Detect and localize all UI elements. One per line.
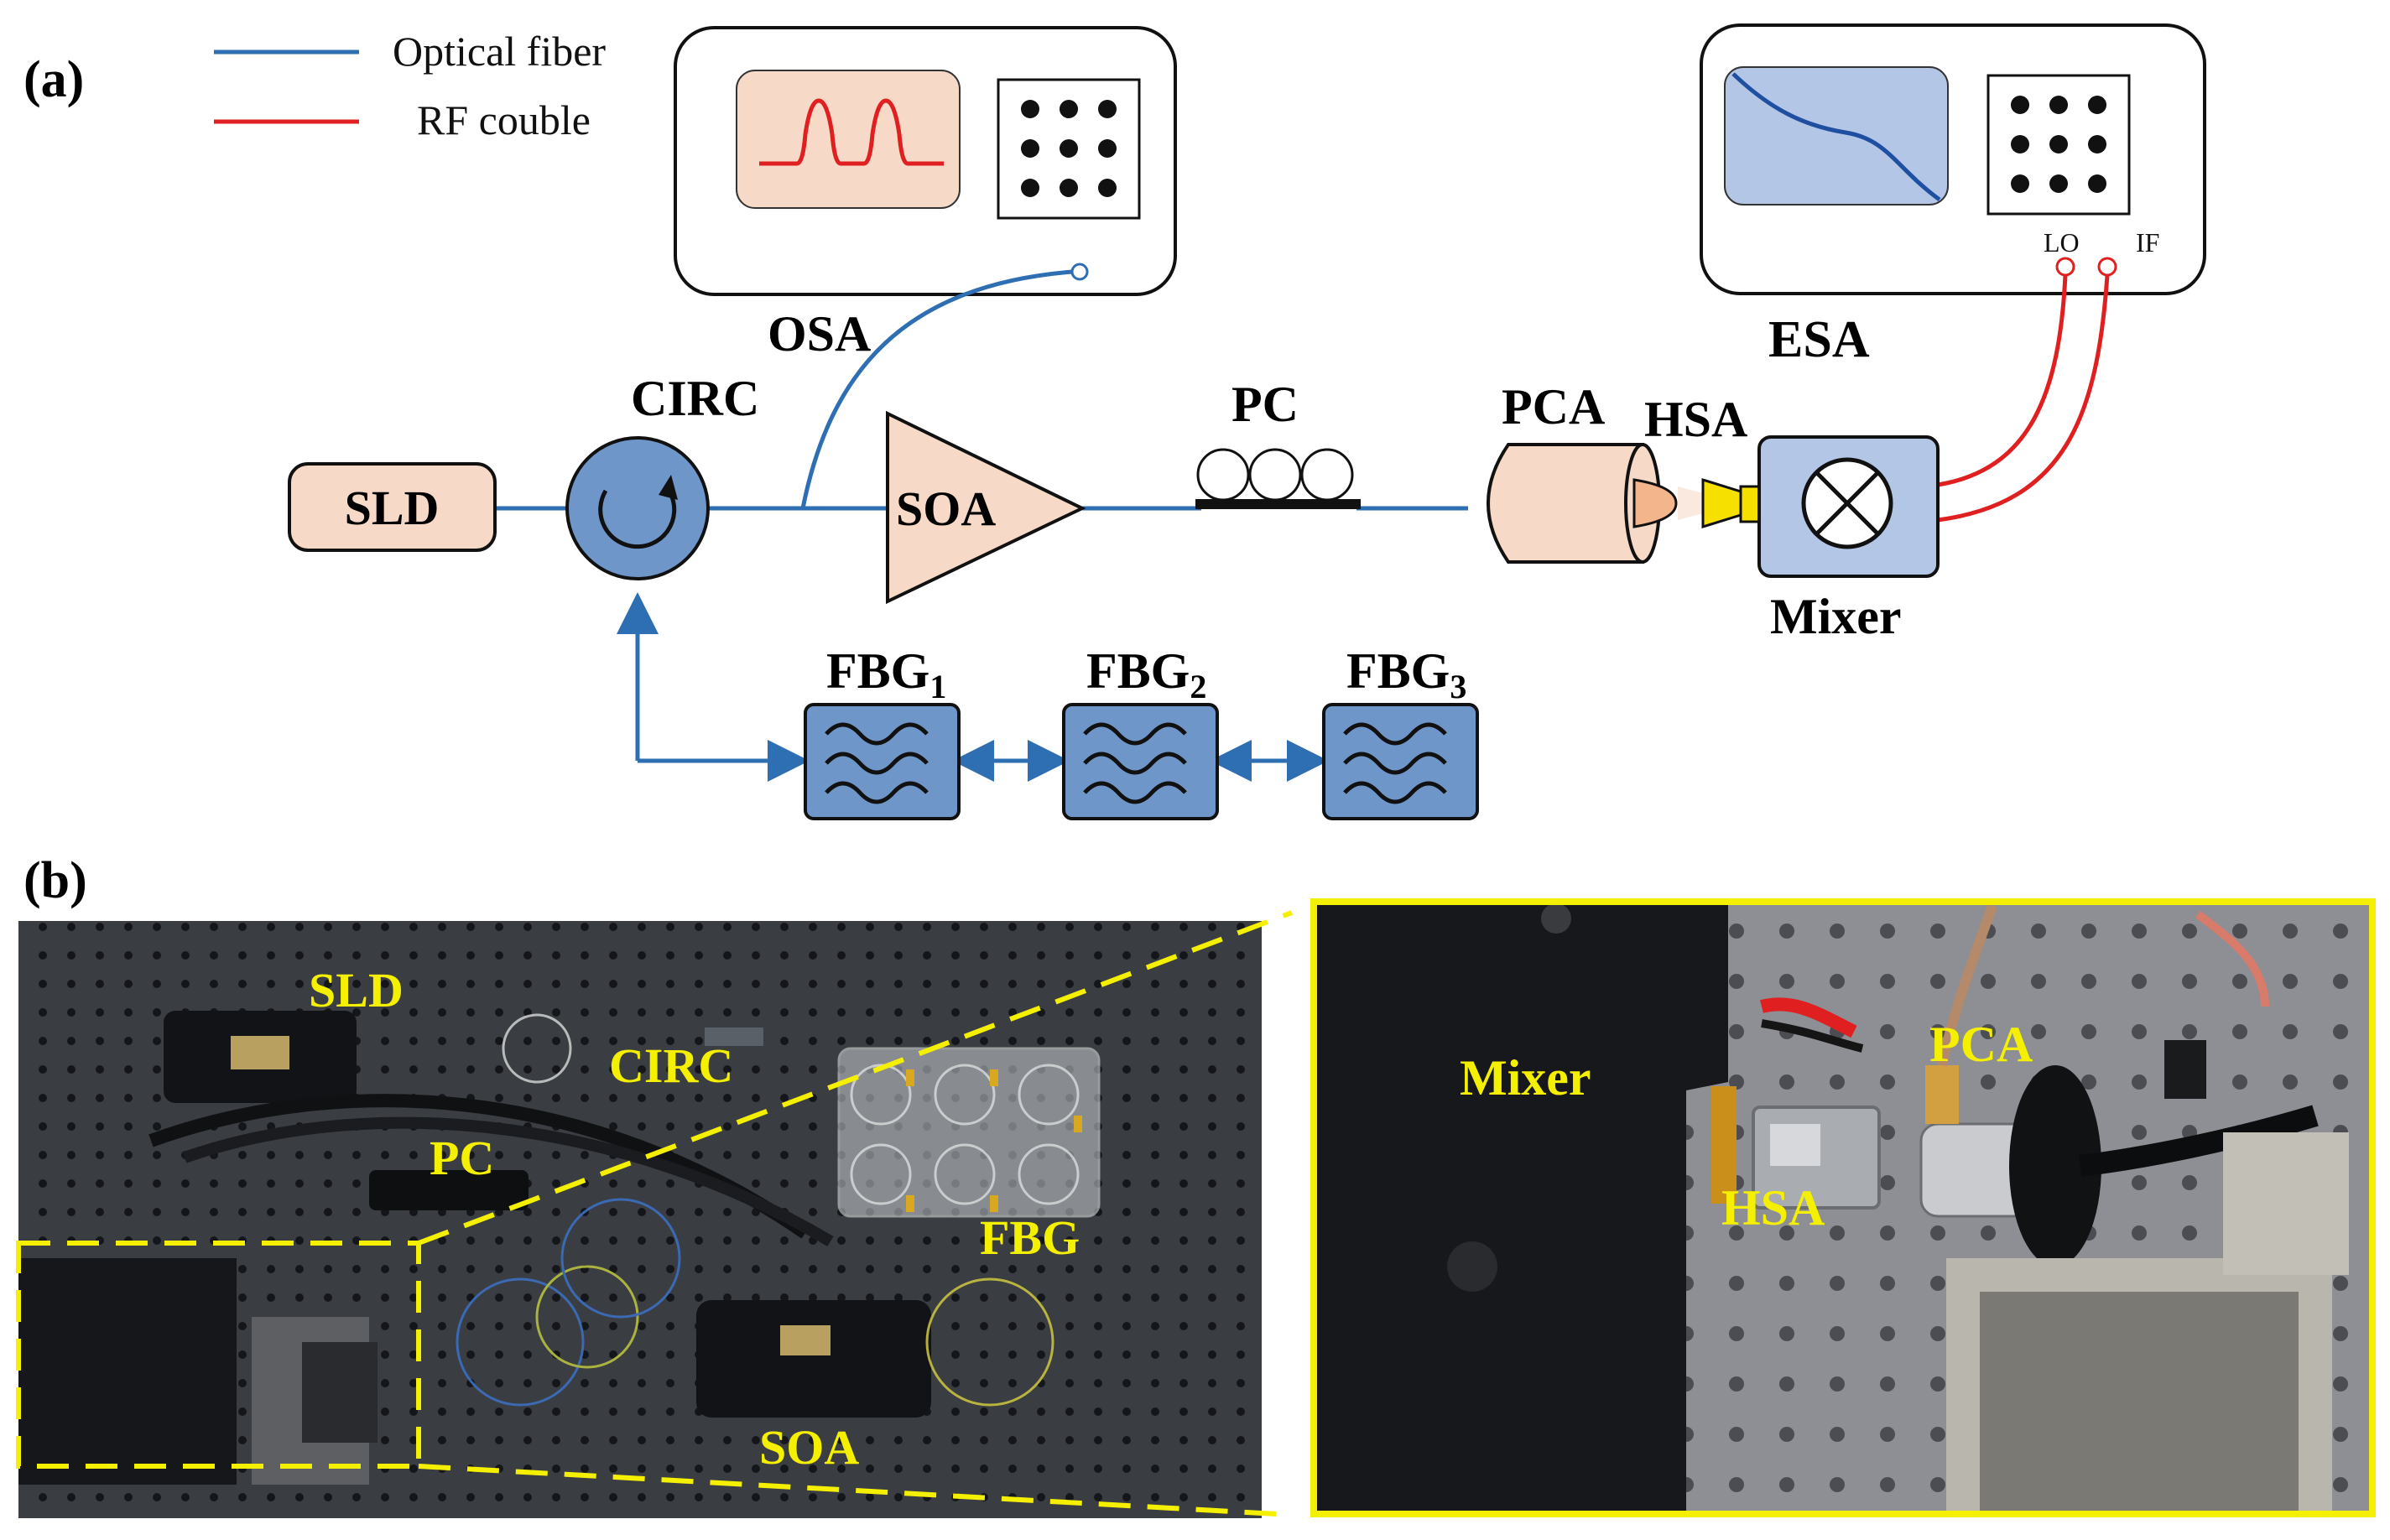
esa-label: ESA xyxy=(1768,311,1870,368)
photo-mixer-box xyxy=(18,1258,237,1485)
zoom-label-mixer: Mixer xyxy=(1460,1050,1591,1106)
esa-if-port xyxy=(2097,257,2117,277)
esa-if-label: IF xyxy=(2136,227,2159,258)
esa-screen xyxy=(1724,66,1949,206)
fbg-2-label: FBG2 xyxy=(1086,643,1206,705)
esa-instrument: LO IF xyxy=(1700,23,2206,295)
photo-label-sld: SLD xyxy=(309,963,404,1017)
circ-label: CIRC xyxy=(631,371,759,426)
fbg-1 xyxy=(804,703,961,820)
rf-cable-paths xyxy=(1937,274,2110,523)
esa-lo-label: LO xyxy=(2044,227,2080,258)
photo-soa-box xyxy=(696,1300,931,1418)
soa-label: SOA xyxy=(896,481,996,536)
fbg-3 xyxy=(1322,703,1479,820)
photo-pc-clamp xyxy=(369,1170,529,1210)
legend-fiber-label: Optical fiber xyxy=(393,28,606,75)
pca-antenna xyxy=(1487,443,1716,564)
fbg-1-label: FBG1 xyxy=(826,643,946,705)
zoom-mixer-housing xyxy=(1314,902,1728,1514)
soa-amplifier: SOA xyxy=(886,410,1086,605)
fbg-3-label: FBG3 xyxy=(1346,643,1466,705)
sld-label: SLD xyxy=(345,481,440,535)
sld-source: SLD xyxy=(288,462,497,552)
photo-label-circ: CIRC xyxy=(609,1038,733,1093)
osa-input-port xyxy=(1070,263,1089,281)
fbg-1-subscript: 1 xyxy=(929,668,946,705)
photo-zoom-region xyxy=(16,1241,421,1469)
fbg-1-grating-icon xyxy=(825,722,929,804)
polarization-controller xyxy=(1195,448,1361,509)
circulator xyxy=(565,436,710,580)
panel-b-label: (b) xyxy=(23,852,87,909)
fbg-1-prefix: FBG xyxy=(826,643,929,699)
fbg-3-prefix: FBG xyxy=(1346,643,1450,699)
fbg-2-grating-icon xyxy=(1083,722,1187,804)
photo-label-fbg: FBG xyxy=(980,1210,1080,1265)
pc-label: PC xyxy=(1231,377,1299,432)
hsa-horn xyxy=(1701,477,1761,529)
hsa-label: HSA xyxy=(1644,392,1747,447)
fbg-2-prefix: FBG xyxy=(1086,643,1190,699)
photo-label-pc: PC xyxy=(430,1131,494,1185)
pca-label: PCA xyxy=(1502,379,1605,434)
osa-spectrum-trace xyxy=(759,98,944,166)
fbg-3-grating-icon xyxy=(1343,722,1447,804)
photo-fbg-plate xyxy=(837,1047,1101,1218)
fbg-2-subscript: 2 xyxy=(1190,668,1206,705)
legend: Optical fiber RF couble xyxy=(214,28,606,143)
legend-rf-label: RF couble xyxy=(417,96,591,143)
mixer xyxy=(1757,435,1940,578)
optical-fiber-paths xyxy=(495,269,1468,782)
osa-instrument xyxy=(674,26,1177,296)
setup-photo xyxy=(16,910,1294,1518)
zoom-label-hsa: HSA xyxy=(1721,1180,1825,1236)
osa-screen xyxy=(736,70,961,209)
osa-label: OSA xyxy=(768,306,871,362)
panel-a-label: (a) xyxy=(23,51,84,108)
zoom-label-pca: PCA xyxy=(1929,1017,2033,1072)
fbg-2 xyxy=(1062,703,1219,820)
zoom-photo-frame xyxy=(1310,898,2376,1517)
mixer-label: Mixer xyxy=(1770,589,1902,644)
esa-trace xyxy=(1731,72,1941,202)
photo-circ xyxy=(705,1028,763,1046)
circulator-arrow-icon xyxy=(598,489,677,549)
zoom-photo xyxy=(1314,902,2372,1514)
esa-lo-port xyxy=(2055,257,2075,277)
photo-label-soa: SOA xyxy=(759,1420,859,1475)
fbg-3-subscript: 3 xyxy=(1450,668,1466,705)
